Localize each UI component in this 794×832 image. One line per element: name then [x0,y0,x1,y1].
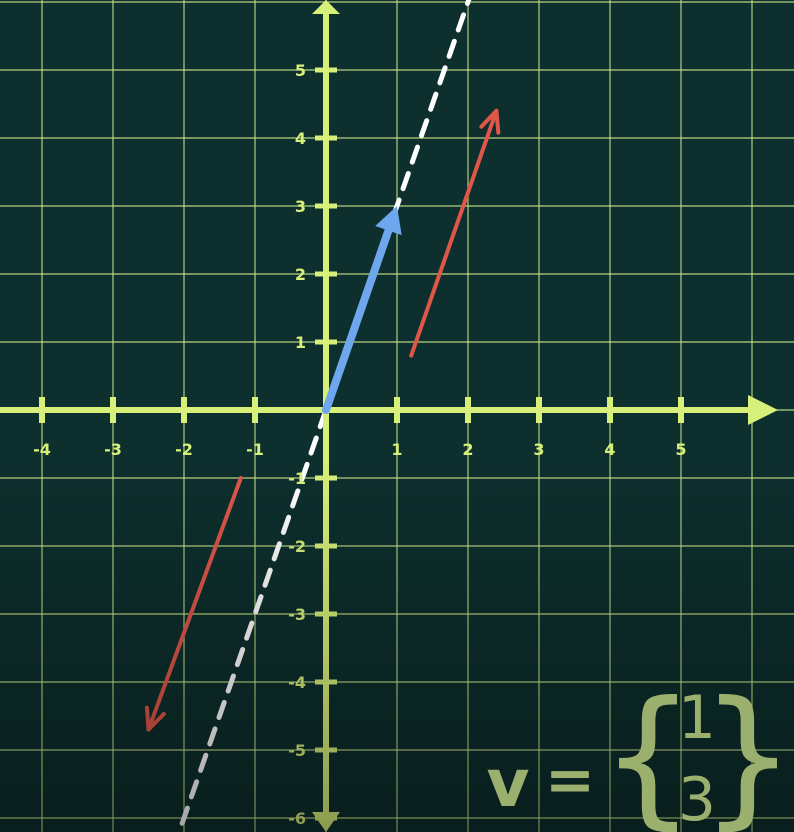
formula-variable: v [486,745,529,822]
formula-right-brace: } [700,670,794,832]
formula-entry-top: 1 [678,683,716,753]
formula-equals: = [545,745,595,815]
vector-formula: v={}1 3 [486,670,794,832]
formula-entry-bottom: 3 [678,765,716,832]
formula-left-brace: { [600,670,695,832]
